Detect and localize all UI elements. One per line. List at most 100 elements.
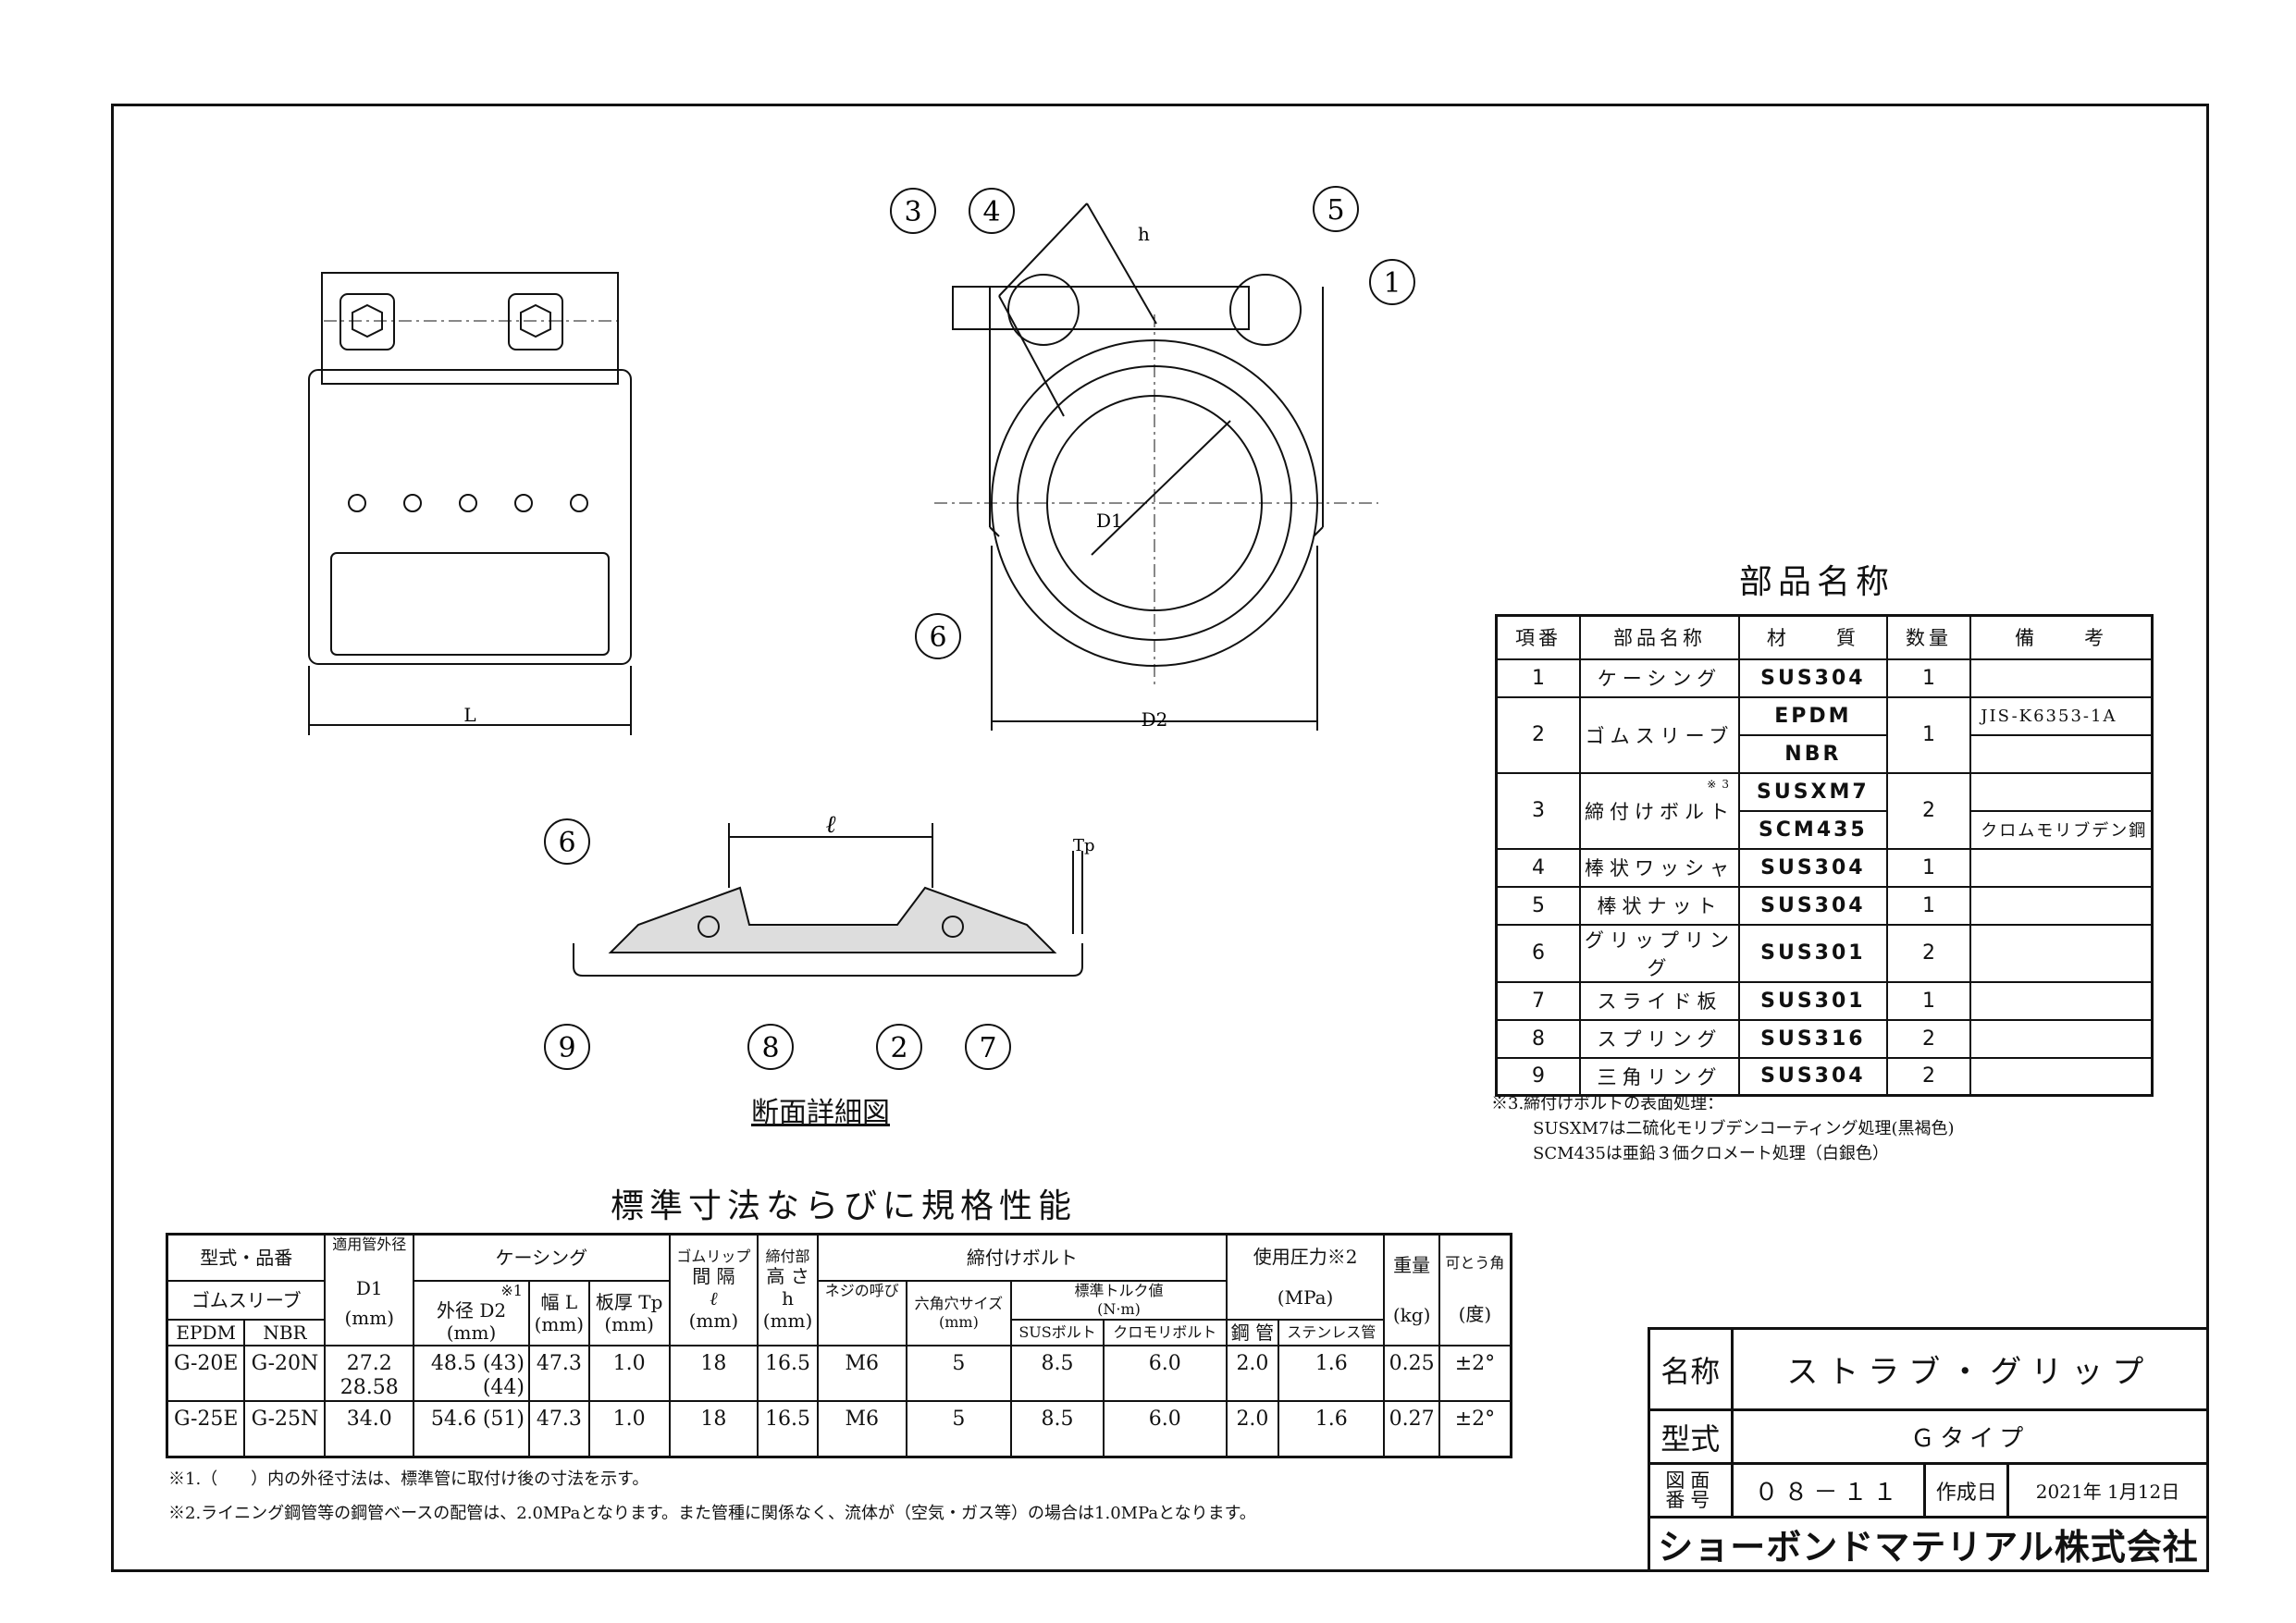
item-no: 4 (1495, 847, 1582, 888)
spec-title: 標準寸法ならびに規格性能 (611, 1187, 1078, 1225)
part-name: ゴムスリーブ (1585, 724, 1734, 747)
quantity: 2 (1885, 923, 1972, 983)
balloon-3: 3 (904, 196, 921, 228)
cell-e: G-25E (166, 1400, 246, 1458)
remarks (1969, 658, 2154, 698)
quantity: 2 (1885, 1018, 1972, 1059)
cell-a: ±2° (1438, 1400, 1512, 1458)
cell-n: G-20N (243, 1344, 327, 1403)
dim-h-label: h (1138, 223, 1150, 245)
cell-ts: 8.5 (1010, 1344, 1105, 1403)
dwg-label-1: 図面 (1665, 1469, 1716, 1492)
drawing-number: ０８－１１ (1730, 1462, 1927, 1518)
part-name: スライド板 (1597, 990, 1722, 1013)
cell-a: ±2° (1438, 1344, 1512, 1403)
material: SUS301 (1737, 923, 1888, 983)
balloon-7: 7 (979, 1032, 996, 1064)
created-date: 2021年 1月12日 (2006, 1462, 2209, 1518)
remarks (1969, 1018, 2154, 1059)
cell-s: M6 (816, 1344, 907, 1403)
cell-pt: 1.6 (1278, 1344, 1386, 1403)
section-title: 断面詳細図 (751, 1097, 890, 1129)
balloon-9: 9 (558, 1032, 575, 1064)
part-name: 締付けボルト (1585, 800, 1734, 823)
spec-note-2: ※2.ライニング鋼管等の鋼管ベースの配管は、2.0MPaとなります。また管種に関… (168, 1504, 1256, 1523)
material: EPDM (1737, 695, 1888, 736)
item-no: 8 (1495, 1018, 1582, 1059)
material: SCM435 (1737, 809, 1888, 850)
cell-pt: 1.6 (1278, 1400, 1386, 1458)
hdr-casing: ケーシング (413, 1233, 671, 1282)
hdr-mm: (mm) (762, 1309, 813, 1333)
balloon-2: 2 (890, 1032, 907, 1064)
hdr-lip2: 間 隔 (692, 1265, 735, 1288)
quantity: 1 (1885, 885, 1972, 926)
hdr-note1: ※1 (500, 1281, 523, 1299)
hdr-stainless: ステンレス管 (1278, 1318, 1386, 1346)
material: SUS304 (1737, 658, 1888, 698)
dwg-label-2: 番号 (1665, 1488, 1716, 1511)
balloon-1: 1 (1383, 267, 1401, 300)
parts-notes: ※3.締付けボルトの表面処理： SUSXM7は二硫化モリブデンコーティング処理(… (1491, 1091, 1955, 1166)
cell-tc: 6.0 (1102, 1344, 1228, 1403)
item-no: 6 (1495, 923, 1582, 983)
item-no: 9 (1495, 1056, 1582, 1097)
hdr-sus-bolt: SUSボルト (1010, 1318, 1105, 1346)
cell-hx: 5 (905, 1400, 1013, 1458)
dim-d1-label: D1 (1096, 510, 1123, 532)
quantity: 1 (1885, 695, 1972, 774)
remarks (1969, 771, 2154, 812)
balloon-8: 8 (761, 1032, 779, 1064)
hdr-screw: ネジの呼び (816, 1279, 907, 1346)
date-label: 作成日 (1923, 1462, 2009, 1518)
cell-kg: 0.27 (1383, 1400, 1440, 1458)
hdr-nbr: NBR (243, 1318, 327, 1346)
cell-d2: 54.6 (51) (430, 1408, 525, 1432)
dim-d2-label: D2 (1142, 708, 1168, 731)
item-no: 2 (1495, 695, 1582, 774)
hdr-mm: (mm) (688, 1309, 739, 1333)
hdr-deg: (度) (1458, 1303, 1492, 1326)
hdr-width: 幅 L (540, 1290, 578, 1313)
hdr-h: h (782, 1287, 794, 1310)
cell-t: 1.0 (587, 1400, 671, 1458)
material: SUS304 (1737, 885, 1888, 926)
parts-header: 項番 (1495, 614, 1582, 660)
hdr-torque: 標準トルク値 (1074, 1282, 1164, 1300)
hdr-pipe: 適用管外径 (332, 1236, 407, 1253)
cell-h: 16.5 (757, 1400, 819, 1458)
front-view-drawing: L (308, 272, 632, 735)
quantity: 2 (1885, 1056, 1972, 1097)
remarks (1969, 733, 2154, 774)
product-type: Ｇタイプ (1730, 1408, 2210, 1465)
hdr-d1: D1 (355, 1277, 383, 1300)
cell-tc: 6.0 (1102, 1400, 1228, 1458)
hdr-d2: 外径 D2 (436, 1299, 507, 1322)
hdr-tight: 締付部 (765, 1248, 810, 1266)
note-3-line2: SCM435は亜鉛３価クロメート処理（白銀色） (1533, 1144, 1889, 1163)
part-name: 棒状ワッシャ (1585, 857, 1734, 879)
part-name: スプリング (1597, 1028, 1722, 1051)
remarks: JIS-K6353-1A (1969, 695, 2154, 736)
hdr-mm: (mm) (534, 1312, 585, 1335)
dim-l-small-label: ℓ (826, 811, 836, 839)
spec-note-1: ※1.（ ）内の外径寸法は、標準管に取付け後の寸法を示す。 (168, 1469, 649, 1489)
quantity: 2 (1885, 771, 1972, 850)
item-no: 3 (1495, 771, 1582, 850)
cell-d1: 34.0 (346, 1408, 392, 1432)
hdr-weight: 重量 (1393, 1253, 1431, 1276)
remarks (1969, 1056, 2154, 1097)
material: NBR (1737, 733, 1888, 774)
cell-d1: 27.2 (346, 1351, 392, 1375)
parts-header: 数量 (1885, 614, 1972, 660)
